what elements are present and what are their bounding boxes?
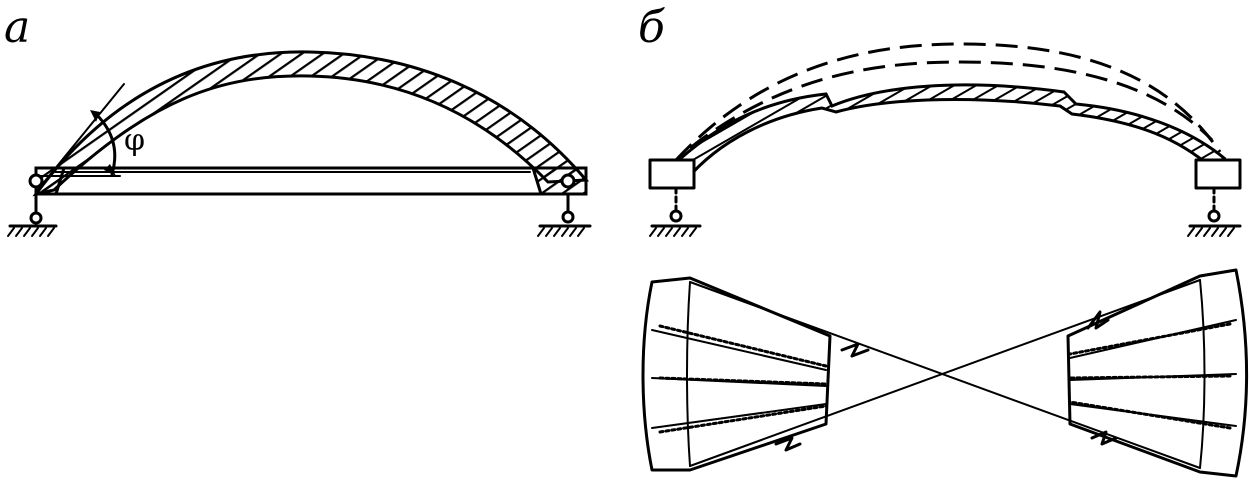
- angle-arrow-bottom: [104, 164, 116, 176]
- left-rib-1: [651, 329, 827, 371]
- left-pin-icon: [28, 173, 44, 189]
- left-bead-1: [658, 324, 828, 368]
- figure-b-label: б: [638, 2, 665, 53]
- left-rib-3: [651, 403, 827, 429]
- right-bead-2: [1068, 374, 1232, 380]
- left-fan-outline: [641, 276, 832, 472]
- angle-phi-label: φ: [124, 123, 145, 158]
- right-pin-icon: [560, 173, 576, 189]
- left-end-block: [648, 158, 696, 190]
- arch-a-band: [32, 50, 590, 197]
- left-fan-arc: [686, 281, 691, 467]
- left-ground-support-icon: [7, 192, 58, 237]
- left-ground-support-b-icon: [649, 186, 702, 237]
- crossed-section-detail: [641, 268, 1248, 478]
- figure-a: а φ: [4, 2, 592, 237]
- figure-a-label: а: [4, 2, 30, 53]
- diagonal-2: [689, 279, 1201, 467]
- left-bead-2: [658, 376, 828, 386]
- crack-icon-3: [1086, 310, 1110, 330]
- right-fan-outline: [1066, 268, 1248, 478]
- right-ground-support-b-icon: [1187, 186, 1242, 237]
- crack-icon-4: [1090, 430, 1118, 446]
- angle-arrow-top: [90, 110, 100, 122]
- figure-b: б: [638, 2, 1248, 478]
- left-bead-3: [658, 404, 828, 434]
- angle-arc: [94, 112, 117, 176]
- right-bead-3: [1068, 400, 1232, 430]
- crack-icon-2: [774, 436, 802, 452]
- right-ground-support-icon: [537, 192, 592, 237]
- right-fan-arc: [1199, 279, 1206, 469]
- right-end-block: [1194, 158, 1242, 190]
- deformed-arch-inner: [689, 60, 1214, 150]
- right-bead-1: [1068, 322, 1232, 356]
- crack-icon-1: [840, 342, 870, 358]
- tangent-line: [35, 83, 125, 193]
- deformed-arch-outer: [674, 42, 1222, 162]
